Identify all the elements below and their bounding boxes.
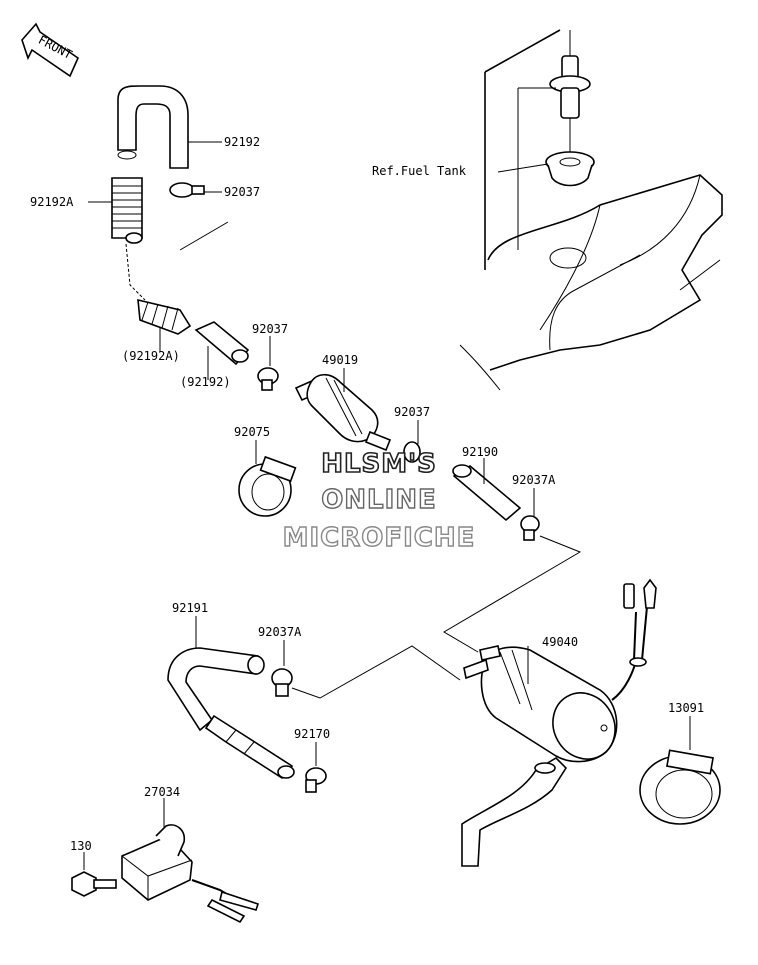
label-92192A: 92192A [30,195,74,209]
watermark-line3: MICROFICHE [283,523,476,553]
label-92075: 92075 [234,425,270,439]
clamp-band-92075 [238,455,297,517]
watermark: HLSM'S ONLINE MICROFICHE [282,448,476,554]
label-92192: 92192 [224,135,260,149]
clamp-92170 [305,767,327,793]
label-130: 130 [70,839,92,853]
label-92037A-left: 92037A [258,625,302,639]
clamp-92037A-left [271,668,293,697]
clamp-92037A-right [520,515,540,541]
label-92037-mid: 92037 [394,405,430,419]
bolt-130 [71,871,117,897]
clamp-band-13091 [639,749,721,825]
fuel-pump-49040 [463,578,657,763]
relay-27034 [121,824,260,924]
fuel-filter-49019 [294,373,392,452]
hose-92190 [452,464,522,522]
label-92190: 92190 [462,445,498,459]
clamp-92037-mid [403,441,421,463]
clamp-92037-left [257,367,279,391]
watermark-line1: HLSM'S [321,449,437,479]
corrugated-hose-lower [137,298,192,335]
tank-fuel-fitting [545,30,595,187]
label-92191: 92191 [172,601,208,615]
label-13091: 13091 [668,701,704,715]
watermark-line2: ONLINE [321,485,437,515]
pump-outlet-hose [461,756,568,867]
label-92037A-right: 92037A [512,473,556,487]
label-92037-left: 92037 [252,322,288,336]
vent-hose-92192 [117,85,189,169]
ref-fuel-tank-label: Ref.Fuel Tank [372,164,467,178]
corrugated-hose-92192A [111,177,143,244]
front-arrow-badge: FRONT [21,22,80,78]
hose-lower [194,321,250,366]
clamp-92037-top [169,182,205,198]
label-92037-top: 92037 [224,185,260,199]
label-92192-paren: (92192) [180,375,231,389]
label-49019: 49019 [322,353,358,367]
label-27034: 27034 [144,785,180,799]
label-92192A-paren: (92192A) [122,349,180,363]
label-92170: 92170 [294,727,330,741]
fuel-tank [459,29,723,391]
label-49040: 49040 [542,635,578,649]
hose-92191 [167,647,295,780]
